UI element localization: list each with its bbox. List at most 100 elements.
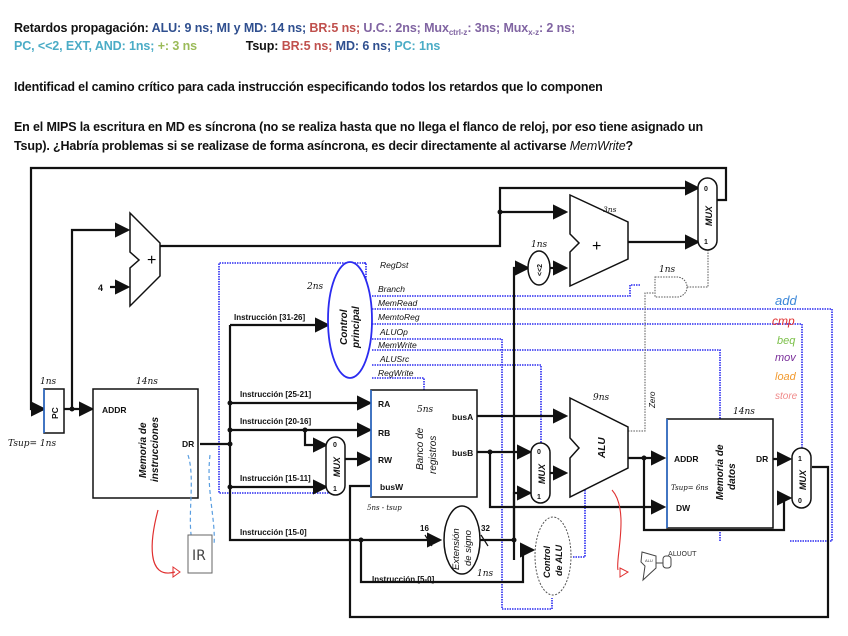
- wire-ext-mux: [480, 485, 533, 542]
- question-2-text: Tsup). ¿Habría problemas si se realizase…: [14, 139, 570, 153]
- branch-adder-delay: 3ns: [603, 205, 617, 214]
- question-2-line-1: En el MIPS la escritura en MD es síncron…: [14, 120, 703, 134]
- alu-control-title-2: de ALU: [554, 544, 564, 576]
- signext-title-1: Extensión: [451, 528, 462, 570]
- control-title-1: Control: [339, 309, 350, 345]
- mux-memtoreg: MUX 1 0: [791, 447, 812, 509]
- mux-x-value: : 2 ns;: [538, 21, 576, 35]
- wire-aluctrl: [573, 484, 586, 558]
- mux-alusrc-in0: 0: [537, 449, 541, 456]
- delay-br: BR:5 ns;: [309, 21, 361, 35]
- mux-memtoreg-in0: 0: [798, 498, 802, 505]
- mux-pc-label: MUX: [704, 205, 714, 226]
- shift-left-2: <<2 1ns: [527, 240, 551, 286]
- tsup-md: MD: 6 ns;: [335, 39, 392, 53]
- delays-label: Retardos propagación:: [14, 21, 149, 35]
- pc-register: PC 1ns Tsup= 1ns: [8, 377, 65, 449]
- instr-15-11: Instrucción [15-11]: [240, 474, 311, 483]
- imem-title-2: instrucciones: [150, 417, 161, 482]
- signal-memtoreg: MemtoReg: [378, 312, 420, 322]
- rf-delay: 5ns: [417, 405, 434, 415]
- mux-alusrc: MUX 0 1: [530, 442, 551, 504]
- alu-delay: 9ns: [593, 393, 610, 403]
- aluout-label: ALUOUT: [668, 550, 697, 558]
- rf-busb: busB: [452, 448, 473, 458]
- pc-tsup: Tsup= 1ns: [8, 439, 56, 449]
- delay-mux-ctrl: Muxctrl-z: 3ns;: [424, 21, 500, 37]
- shift-label: <<2: [537, 264, 544, 276]
- pc-adder-symbol: +: [147, 252, 156, 269]
- signal-regdst: RegDst: [380, 260, 409, 270]
- alu-control-title-1: Control: [542, 546, 552, 578]
- dmem-delay: 14ns: [733, 407, 755, 417]
- tsup-pc: PC: 1ns: [394, 39, 441, 53]
- sign-extension: Extensión de signo 16 32 1ns: [420, 505, 494, 579]
- mux-regdst: MUX 0 1: [325, 436, 346, 496]
- question-2-line-2: Tsup). ¿Habría problemas si se realizase…: [14, 139, 633, 153]
- pc-label: PC: [50, 407, 60, 419]
- rf-busw: busW: [380, 482, 404, 492]
- wire-busw: [348, 465, 830, 619]
- control-delay: 2ns: [306, 282, 324, 292]
- mux-pc-in0: 0: [704, 186, 708, 193]
- signal-memread: MemRead: [378, 298, 417, 308]
- wire-ext-shift: [512, 260, 531, 560]
- mux-x-label: Mux: [503, 21, 529, 35]
- signal-regwrite: RegWrite: [378, 368, 414, 378]
- mux-pc-in1: 1: [704, 239, 708, 246]
- wire-zero: [628, 292, 655, 432]
- signext-delay: 1ns: [477, 569, 494, 579]
- imem-delay: 14ns: [136, 377, 158, 387]
- wire-branch: [372, 284, 640, 297]
- mux-alusrc-in1: 1: [537, 494, 541, 501]
- register-file: RA RB RW busW busA busB Banco de registr…: [367, 389, 478, 512]
- wire-pc-adder: [70, 222, 131, 409]
- delay-plus: +: 3 ns: [157, 39, 197, 53]
- and-gate-shape: [654, 276, 688, 298]
- delays-line-2: PC, <<2, EXT, AND: 1ns; +: 3 ns Tsup: BR…: [14, 39, 440, 53]
- datapath-wires: [29, 166, 830, 619]
- signal-memwrite: MemWrite: [378, 340, 417, 350]
- mux-pc: MUX 0 1: [697, 177, 718, 251]
- wire-busb-dw: [488, 452, 667, 515]
- rf-title-1: Banco de: [415, 427, 426, 470]
- signext-out-bits: 32: [481, 524, 490, 533]
- delay-mux-x: Muxx-z: 2 ns;: [503, 21, 576, 37]
- wire-pc4-mux: [160, 180, 701, 248]
- pc-adder: + 4: [98, 211, 161, 308]
- wire-and-mux: [687, 250, 709, 288]
- delay-misc: PC, <<2, EXT, AND: 1ns;: [14, 39, 155, 53]
- alu-zero: Zero: [648, 391, 657, 409]
- dmem-dw: DW: [676, 503, 691, 513]
- imem-dr: DR: [182, 439, 194, 449]
- signal-branch: Branch: [378, 284, 405, 294]
- wire-instr-5-0: [359, 540, 536, 584]
- legend-add: add: [775, 293, 797, 308]
- junction-dots: [69, 209, 647, 543]
- instr-31-26: Instrucción [31-26]: [234, 313, 305, 322]
- legend-beq: beq: [777, 335, 796, 347]
- branch-adder: + 3ns: [569, 193, 629, 288]
- mux-memtoreg-in1: 1: [798, 456, 802, 463]
- legend-load: load: [775, 371, 797, 383]
- mux-ctrl-label: Mux: [424, 21, 449, 35]
- wire-regwrite: [372, 377, 425, 390]
- dmem-title-1: Memoria de: [715, 444, 726, 500]
- legend-store: store: [775, 391, 798, 402]
- rf-rb: RB: [378, 428, 390, 438]
- aluout-alu: ALU: [645, 558, 653, 563]
- rf-busa: busA: [452, 412, 473, 422]
- legend-cmp: cmp: [772, 314, 795, 328]
- zero-and-wires: [628, 250, 709, 432]
- instr-15-0: Instrucción [15-0]: [240, 528, 307, 537]
- control-title-2: principal: [351, 306, 362, 349]
- ir-label: IR: [192, 548, 206, 564]
- wire-aluop: [372, 338, 553, 610]
- wire-instr-20-16-mux: [303, 430, 329, 453]
- dmem-dr: DR: [756, 454, 768, 464]
- signext-in-bits: 16: [420, 524, 429, 533]
- instruction-memory: ADDR DR Memoria de instrucciones 14ns: [92, 377, 199, 499]
- instruction-field-labels: Instrucción [31-26] Instrucción [25-21] …: [234, 313, 435, 584]
- wire-instr-bus: [228, 325, 352, 542]
